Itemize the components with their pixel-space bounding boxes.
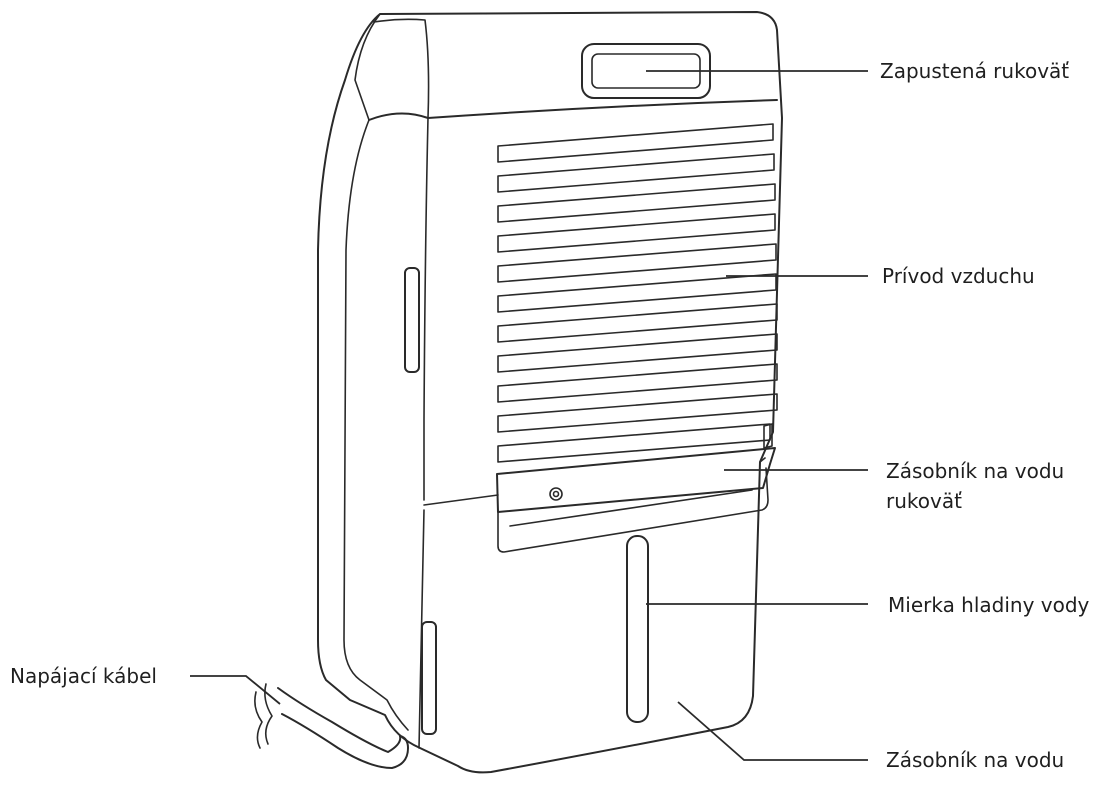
body-seam-right <box>759 457 766 463</box>
tank-handle-slot <box>763 423 773 449</box>
grille-slat <box>497 333 778 373</box>
tank-handle <box>496 447 776 513</box>
body-seam <box>423 494 499 506</box>
top-cap-bottom-edge <box>368 99 778 121</box>
label-air-intake: Prívod vzduchu <box>882 264 1035 288</box>
grille-slat <box>497 213 776 253</box>
grille-slat <box>497 153 775 193</box>
dehumidifier-illustration <box>254 11 783 774</box>
side-panel-edge <box>343 119 409 731</box>
label-water-gauge: Mierka hladiny vody <box>888 593 1090 617</box>
air-intake-grille <box>497 123 778 463</box>
front-corner-line <box>423 117 429 501</box>
grille-slat <box>497 363 778 403</box>
label-tank-handle-line2: rukoväť <box>886 489 962 513</box>
side-handle-upper <box>404 267 420 373</box>
side-panel-back <box>354 13 381 121</box>
grille-slat <box>497 423 771 463</box>
grille-slat <box>497 183 776 223</box>
power-cable <box>277 687 402 753</box>
grille-slat <box>497 273 777 313</box>
tank-handle-inner <box>509 489 753 527</box>
power-cable-cut-icon <box>264 683 273 745</box>
leader-lines <box>190 70 868 761</box>
tank-screw-icon <box>549 487 563 501</box>
grille-slat <box>497 303 778 343</box>
label-power-cable: Napájací kábel <box>10 664 157 688</box>
power-cable-lower <box>281 713 409 769</box>
label-tank-handle-line1: Zásobník na vodu <box>886 459 1065 483</box>
leader-water-tank <box>677 701 868 761</box>
tank-handle-lip <box>497 467 769 553</box>
grille-slat <box>497 243 777 283</box>
leader-power-cable <box>190 675 281 705</box>
label-recessed-handle: Zapustená rukoväť <box>880 59 1070 83</box>
water-level-gauge <box>626 535 649 723</box>
label-water-tank: Zásobník na vodu <box>886 748 1065 772</box>
power-cable-cut-icon <box>254 691 263 749</box>
side-handle-lower <box>421 621 437 735</box>
grille-slat <box>497 393 778 433</box>
tank-screw-center <box>552 490 560 498</box>
top-cap-fold <box>373 18 430 119</box>
grille-slat <box>497 123 774 163</box>
body-outline <box>317 11 783 774</box>
